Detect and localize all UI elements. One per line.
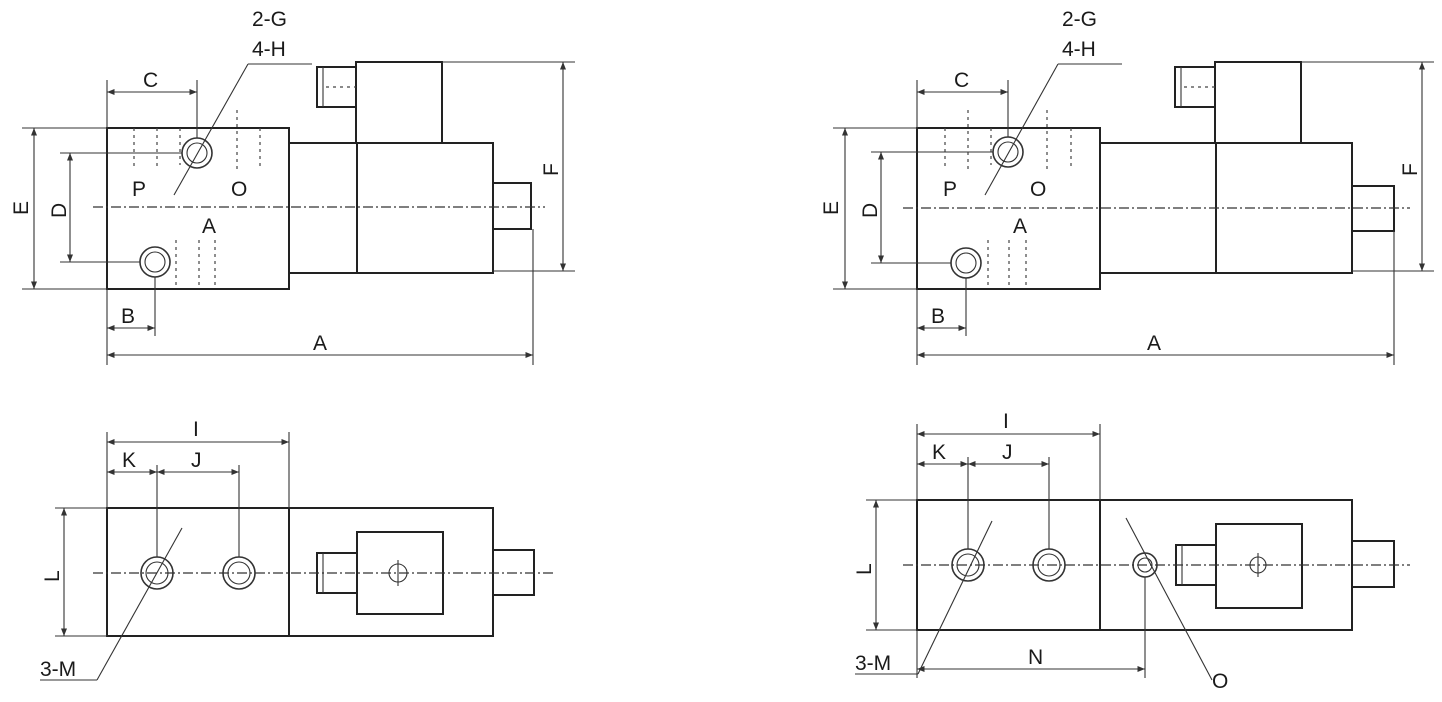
label-k: K <box>932 441 946 464</box>
bottom-right-view <box>855 424 1410 681</box>
label-3m: 3-M <box>855 652 891 675</box>
label-i: I <box>1003 410 1009 433</box>
label-c: C <box>954 69 969 92</box>
connector-box <box>355 61 443 144</box>
label-b: B <box>121 305 135 328</box>
label-k: K <box>122 449 136 472</box>
label-a: A <box>313 332 327 355</box>
label-j: J <box>1002 441 1013 464</box>
plunger <box>492 182 532 230</box>
label-a: A <box>1147 332 1161 355</box>
label-4h: 4-H <box>1062 38 1096 61</box>
label-port-o: O <box>1030 178 1046 201</box>
label-e: E <box>820 201 843 215</box>
label-4h: 4-H <box>252 38 286 61</box>
label-e: E <box>10 201 33 215</box>
label-l: L <box>41 570 64 582</box>
coil-body <box>356 142 494 274</box>
label-port-p: P <box>943 178 957 201</box>
label-i: I <box>193 418 199 441</box>
label-o-circle: O <box>1212 670 1228 693</box>
label-2g: 2-G <box>1062 8 1097 31</box>
label-port-o: O <box>231 178 247 201</box>
label-b: B <box>931 305 945 328</box>
label-2g: 2-G <box>252 8 287 31</box>
label-d: D <box>859 203 882 218</box>
label-port-p: P <box>132 178 146 201</box>
valve-block <box>106 507 290 637</box>
label-port-a: A <box>202 215 216 238</box>
coil-neck <box>288 142 358 274</box>
label-d: D <box>48 203 71 218</box>
label-n: N <box>1028 646 1043 669</box>
label-c: C <box>143 69 158 92</box>
connector-box <box>1214 61 1302 144</box>
connector-box <box>1215 523 1303 609</box>
dimension-labels: 2-G 4-H C P O A B A E D F 2-G 4-H C P O … <box>10 8 1422 693</box>
top-left-view <box>22 61 575 365</box>
label-f: F <box>1399 163 1422 176</box>
label-3m: 3-M <box>40 658 76 681</box>
label-l: L <box>853 563 876 575</box>
top-right-view <box>833 61 1434 365</box>
label-port-a: A <box>1013 215 1027 238</box>
plunger <box>1351 540 1395 588</box>
label-f: F <box>540 163 563 176</box>
label-j: J <box>191 449 202 472</box>
bottom-left-view <box>40 432 555 681</box>
